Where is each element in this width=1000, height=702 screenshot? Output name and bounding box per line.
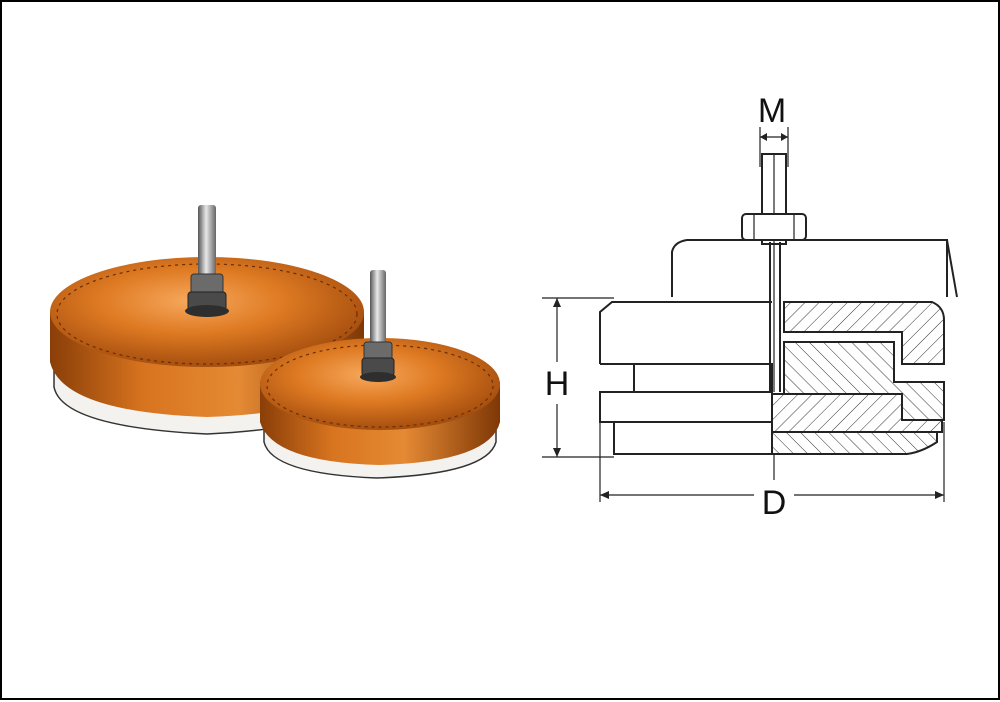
dimension-label-d: D [762,484,787,522]
dimension-h: H [530,297,614,458]
small-leveling-pad [260,270,500,479]
large-pad-threaded-bolt [198,205,216,285]
small-pad-threaded-bolt [370,270,386,350]
dimension-d: D [599,422,945,522]
section-nut [741,213,807,241]
cross-section-drawing: M H D [530,92,958,522]
machine-foot-outline [671,239,948,297]
dimension-label-h: H [545,365,570,403]
small-pad-top-face [260,338,500,430]
dimension-label-m: M [758,92,786,130]
section-base-hatched [771,431,938,455]
dimension-m: M [758,92,789,167]
section-top-plate-hatched [783,301,945,365]
